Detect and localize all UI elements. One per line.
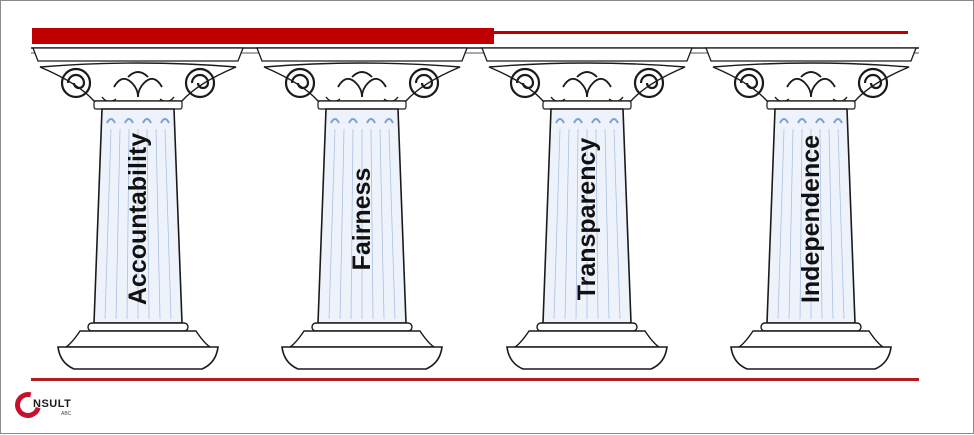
ionic-capital-icon (489, 63, 685, 102)
pillar-label: Fairness (348, 168, 376, 271)
pillar-3: Transparency (482, 48, 692, 369)
pillar-label: Independence (797, 135, 825, 303)
pillar-1: Accountability (33, 48, 243, 369)
logo-text: NSULT (33, 398, 71, 410)
ionic-capital-icon (713, 63, 909, 102)
logo-subtext: ABC (61, 411, 71, 417)
consult-logo: NSULT ABC (15, 390, 95, 424)
bottom-rule (31, 378, 919, 381)
pillar-label: Accountability (124, 133, 152, 305)
pillar-label: Transparency (573, 138, 601, 301)
pillar-2: Fairness (257, 48, 467, 369)
pillar-4: Independence (706, 48, 916, 369)
ionic-capital-icon (264, 63, 460, 102)
ionic-capital-icon (40, 63, 236, 102)
